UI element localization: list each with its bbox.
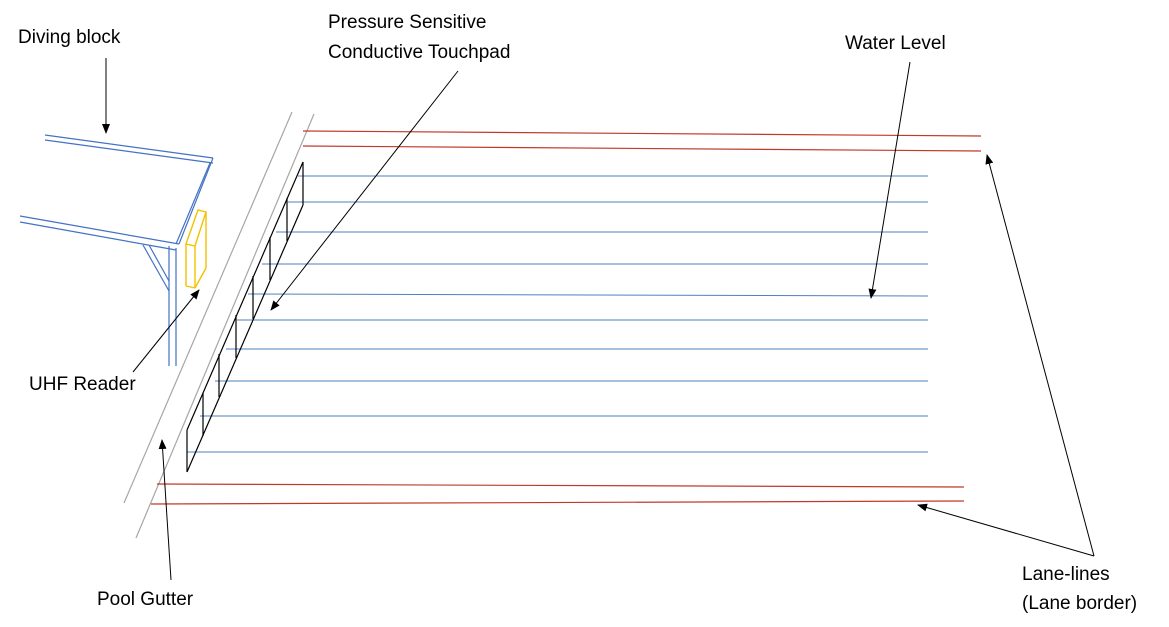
lane-lines-label-line2: (Lane border) [1022, 593, 1138, 614]
arrow-touchpad [270, 70, 459, 311]
diving-block [19, 134, 214, 366]
lane-lines-label-line1: Lane-lines [1022, 564, 1110, 585]
pool-gutter [123, 111, 315, 539]
diving-block-label: Diving block [18, 27, 121, 48]
lane-border-bottom-2 [150, 500, 965, 505]
arrow-pool-gutter [158, 439, 172, 581]
lane-border-top-2 [302, 145, 982, 152]
arrow-uhf-reader [132, 289, 200, 373]
arrow-water-level [868, 61, 911, 299]
pool-gutter-label: Pool Gutter [97, 589, 194, 610]
lane-border-top-1 [302, 130, 982, 137]
lane-borders [150, 130, 982, 505]
lane-border-bottom-1 [156, 483, 965, 488]
arrow-lane-line-bottom [917, 503, 1095, 557]
water-lines [187, 175, 929, 453]
touchpad-label-line2: Conductive Touchpad [328, 42, 511, 63]
touchpad [186, 161, 304, 473]
touchpad-label-line1: Pressure Sensitive [328, 12, 487, 33]
arrow-lane-line-top [985, 154, 1095, 557]
uhf-reader [185, 209, 207, 289]
callout-arrows [102, 58, 1095, 581]
uhf-reader-label: UHF Reader [29, 374, 136, 395]
water-level-label: Water Level [845, 33, 946, 54]
